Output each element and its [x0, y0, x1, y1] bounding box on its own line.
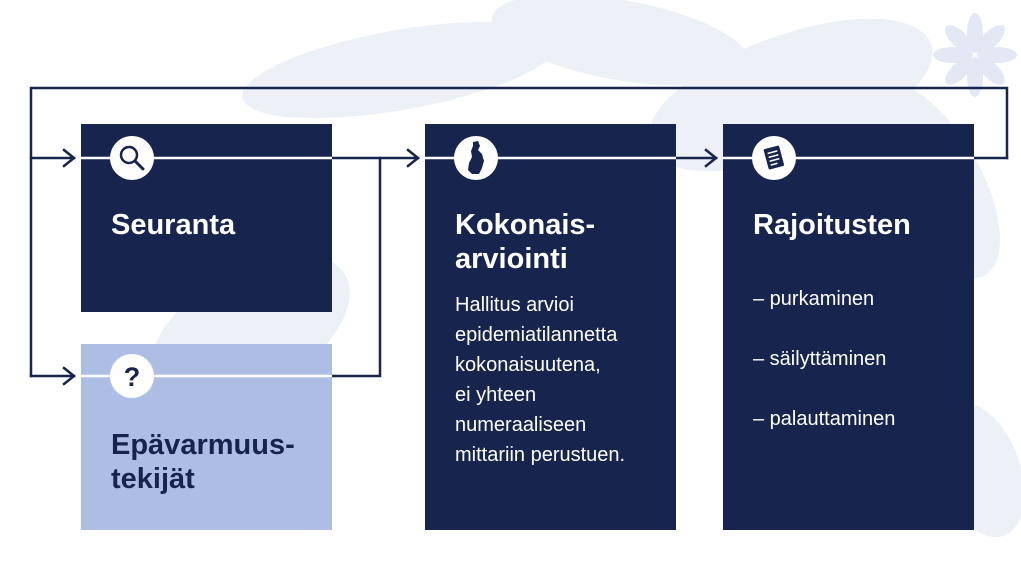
merge-line — [330, 156, 382, 378]
box-kokonaisarviointi-title: Kokonais- arviointi — [455, 209, 596, 275]
rajoitusten-list-item: – palauttaminen — [753, 408, 896, 430]
question-mark-glyph: ? — [124, 362, 141, 392]
arrow-head-icon — [406, 148, 421, 168]
box-kokonaisarviointi: Kokonais- arviointi Hallitus arvioi epid… — [425, 124, 676, 530]
document-icon — [752, 136, 796, 180]
feedback-loop-line — [29, 86, 1009, 378]
finland-map-icon — [454, 136, 498, 180]
box-seuranta-title: Seuranta — [111, 209, 236, 241]
arrow-head-icon — [704, 148, 719, 168]
question-mark-icon: ? — [110, 354, 154, 398]
rajoitusten-list-item: – purkaminen — [753, 288, 875, 310]
box-rajoitusten-title: Rajoitusten — [753, 209, 911, 241]
box-epavarmuustekijat-title: Epävarmuus- tekijät — [111, 429, 295, 495]
rajoitusten-list-item: – säilyttäminen — [753, 348, 887, 370]
arrow-head-icon — [62, 366, 77, 386]
magnifier-icon — [110, 136, 154, 180]
arrow-head-icon — [62, 148, 77, 168]
rajoitusten-list: – purkaminen – säilyttäminen – palauttam… — [753, 254, 895, 464]
box-rajoitusten: Rajoitusten – purkaminen – säilyttäminen… — [723, 124, 974, 530]
box-kokonaisarviointi-body: Hallitus arvioi epidemiatilannetta kokon… — [455, 294, 626, 466]
